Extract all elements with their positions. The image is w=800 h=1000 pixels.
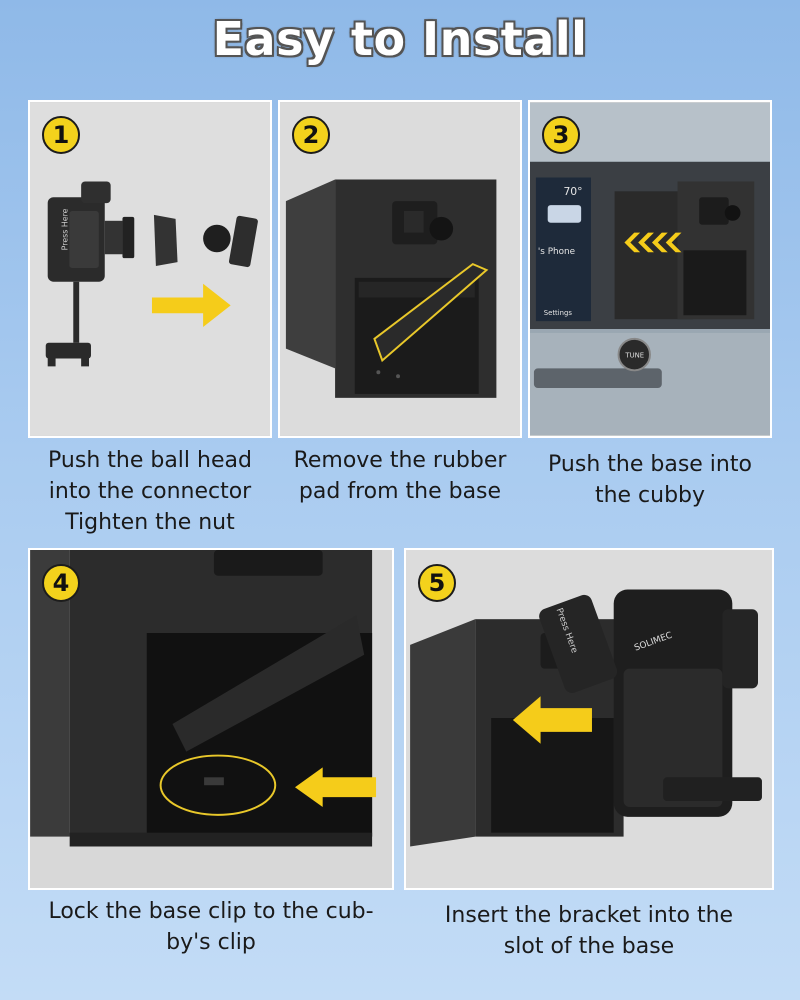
holder-label: Press Here — [60, 208, 69, 250]
push-chevrons — [624, 232, 682, 253]
tune-knob — [617, 337, 651, 372]
svg-text:70°: 70° — [563, 185, 582, 198]
step-2-panel: 2 — [278, 100, 522, 438]
page-title: Easy to Install — [212, 12, 588, 66]
connector-nut — [153, 214, 178, 267]
step-4-illustration — [30, 550, 392, 888]
step-4-badge: 4 — [42, 564, 80, 602]
step-2-caption: Remove the rubber pad from the base — [293, 448, 507, 504]
step-3-badge: 3 — [542, 116, 580, 154]
clip-highlight — [159, 754, 277, 816]
ball-head — [203, 224, 231, 253]
svg-text:'s Phone: 's Phone — [538, 247, 575, 257]
rubber-pad — [172, 615, 365, 752]
step-3-panel: 3 70° 's Phone Settings TUNE — [528, 100, 772, 438]
step-3-illustration: 70° 's Phone Settings TUNE — [530, 102, 770, 436]
step-5-caption: Insert the bracket into the slot of the … — [444, 903, 734, 959]
svg-text:TUNE: TUNE — [624, 352, 644, 360]
svg-text:Settings: Settings — [544, 309, 573, 317]
direction-arrow — [151, 283, 231, 328]
rubber-pad — [373, 262, 489, 363]
step-1-illustration: Press Here — [30, 102, 270, 436]
step-2-badge: 2 — [292, 116, 330, 154]
step-2-illustration — [280, 102, 520, 436]
step-4-panel: 4 — [28, 548, 394, 890]
step-5-badge: 5 — [418, 564, 456, 602]
step-4-caption: Lock the base clip to the cub- by's clip — [48, 899, 374, 955]
step-1-caption: Push the ball head into the connector Ti… — [48, 448, 252, 535]
step-3-caption: Push the base into the cubby — [548, 452, 752, 508]
step-5-panel: 5 Press Here SOLIMEC — [404, 548, 774, 890]
direction-arrow — [295, 767, 377, 807]
step-1-panel: 1 Press Here — [28, 100, 272, 438]
step-1-badge: 1 — [42, 116, 80, 154]
infotainment-screen — [535, 177, 591, 322]
step-5-illustration: Press Here SOLIMEC — [406, 550, 772, 888]
